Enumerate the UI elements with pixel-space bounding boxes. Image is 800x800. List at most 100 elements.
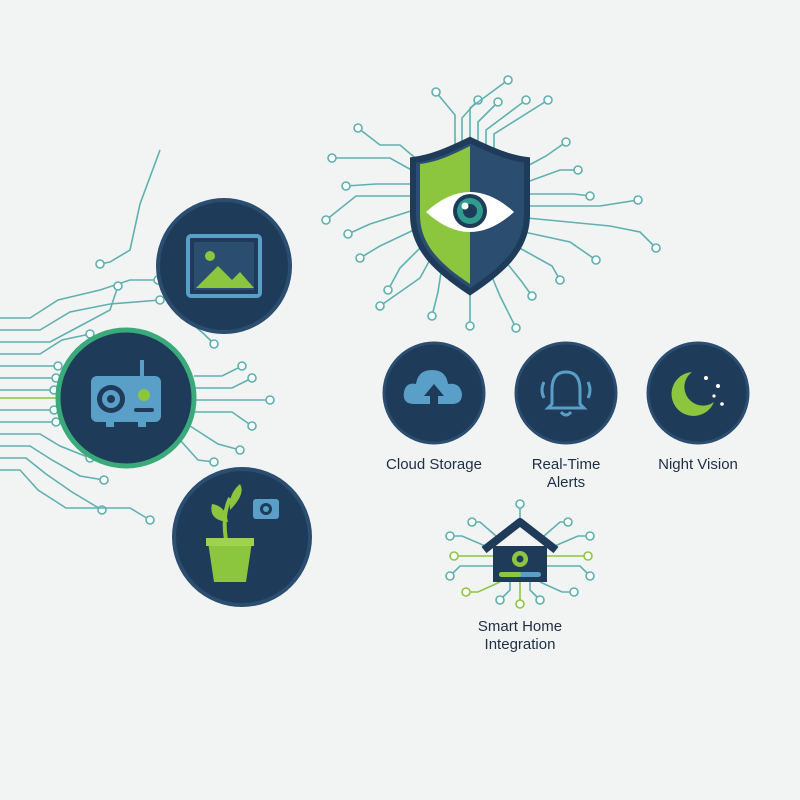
circuit-trace <box>0 457 103 511</box>
circuit-node <box>95 259 105 269</box>
circuit-node <box>495 595 505 605</box>
circuit-node <box>145 515 155 525</box>
circuit-trace <box>469 79 509 142</box>
circuit-trace <box>547 565 591 577</box>
circuit-node <box>585 531 595 541</box>
circuit-trace <box>345 183 413 187</box>
circuit-node <box>535 595 545 605</box>
circuit-trace <box>449 565 493 577</box>
circuit-node <box>569 587 579 597</box>
circuit-trace <box>527 193 591 197</box>
circuit-node <box>353 123 363 133</box>
circuit-node <box>461 587 471 597</box>
circuit-trace <box>0 333 91 355</box>
circuit-trace <box>357 127 421 163</box>
circuit-trace <box>493 99 549 154</box>
circuit-node <box>585 571 595 581</box>
circuit-node <box>155 295 165 305</box>
circuit-node <box>633 195 643 205</box>
circuit-node <box>445 531 455 541</box>
feature-real-time-alerts <box>514 341 618 445</box>
picture-frame-icon <box>186 234 262 298</box>
circuit-node <box>247 373 257 383</box>
circuit-node <box>237 361 247 371</box>
circuit-trace <box>435 91 456 150</box>
circuit-trace <box>332 157 416 173</box>
device-radio-camera <box>55 327 197 469</box>
circuit-node <box>563 517 573 527</box>
circuit-trace <box>485 99 527 150</box>
circuit-trace <box>179 439 215 463</box>
radio-camera-icon <box>91 360 161 427</box>
smart-home-integration-label: Smart Home Integration <box>477 618 563 653</box>
circuit-trace <box>0 469 151 521</box>
circuit-trace <box>194 411 253 427</box>
circuit-node <box>375 301 385 311</box>
circuit-trace <box>489 271 517 329</box>
circuit-node <box>583 551 593 561</box>
circuit-node <box>265 395 275 405</box>
circuit-trace <box>189 425 241 451</box>
circuit-trace <box>0 299 161 331</box>
circuit-node <box>431 87 441 97</box>
real-time-alerts-label: Real-Time Alerts <box>531 456 601 491</box>
circuit-trace <box>0 433 91 459</box>
circuit-trace <box>527 199 639 207</box>
plant-pot-camera-icon <box>206 484 279 582</box>
bell-icon <box>540 370 592 417</box>
circuit-trace <box>359 227 419 259</box>
cloud-storage-label: Cloud Storage <box>386 456 482 473</box>
circuit-node <box>427 311 437 321</box>
circuit-node <box>521 95 531 105</box>
circuit-trace <box>325 195 413 221</box>
circuit-node <box>515 599 525 609</box>
circuit-node <box>321 215 331 225</box>
circuit-node <box>209 457 219 467</box>
circuit-node <box>465 321 475 331</box>
circuit-node <box>515 499 525 509</box>
circuit-trace <box>505 261 533 297</box>
circuit-node <box>383 285 393 295</box>
smart-home-camera-icon <box>481 518 559 582</box>
circuit-trace <box>526 217 657 249</box>
circuit-trace <box>0 285 119 343</box>
circuit-trace <box>523 231 597 261</box>
circuit-node <box>561 137 571 147</box>
circuit-trace <box>379 255 433 307</box>
cloud-upload-icon <box>403 370 462 410</box>
circuit-node <box>573 165 583 175</box>
circuit-trace <box>194 365 243 377</box>
circuit-node <box>445 571 455 581</box>
circuit-node <box>585 191 595 201</box>
device-plant-camera <box>172 467 312 607</box>
circuit-trace <box>431 265 443 317</box>
circuit-trace <box>0 279 158 319</box>
circuit-trace <box>515 245 561 281</box>
circuit-node <box>651 243 661 253</box>
smart-home-circuit-traces <box>445 499 595 609</box>
circuit-node <box>449 551 459 561</box>
circuit-trace <box>387 243 425 291</box>
feature-night-vision <box>646 341 750 445</box>
circuit-node <box>503 75 513 85</box>
circuit-node <box>209 339 219 349</box>
circuit-node <box>341 181 351 191</box>
circuit-node <box>467 517 477 527</box>
circuit-trace <box>194 377 253 389</box>
circuit-node <box>99 475 109 485</box>
circuit-node <box>591 255 601 265</box>
circuit-node <box>247 421 257 431</box>
shield-circuit-traces <box>321 75 661 333</box>
circuit-node <box>53 361 63 371</box>
circuit-trace <box>526 169 578 183</box>
circuit-node <box>113 281 123 291</box>
circuit-node <box>327 153 337 163</box>
feature-cloud-storage <box>382 341 486 445</box>
circuit-node <box>355 253 365 263</box>
circuit-trace <box>99 149 161 265</box>
circuit-node <box>343 229 353 239</box>
circuit-trace <box>539 581 574 593</box>
shield-eye-icon <box>410 136 530 296</box>
circuit-node <box>527 291 537 301</box>
